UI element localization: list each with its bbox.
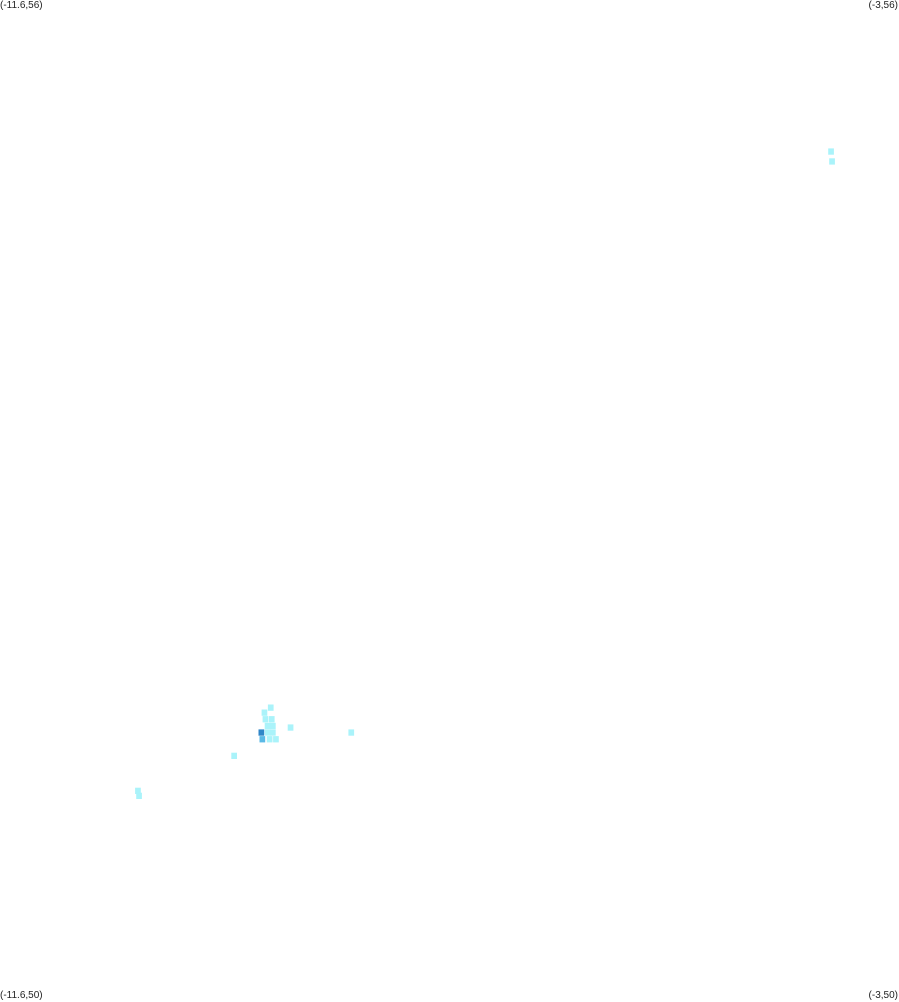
heatmap-cell <box>135 787 141 794</box>
heatmap-cell <box>829 158 835 165</box>
heatmap-cell <box>268 716 275 723</box>
heatmap-cell <box>264 722 271 730</box>
heatmap-cell <box>258 729 265 736</box>
heatmap-cell <box>261 709 268 716</box>
corner-label-bottom-left: (-11.6,50) <box>0 990 43 1001</box>
corner-label-top-right: (-3,56) <box>868 0 898 11</box>
corner-label-bottom-right: (-3,50) <box>868 990 898 1001</box>
heatmap-cell <box>136 792 142 799</box>
heatmap-cell <box>348 729 355 736</box>
heatmap-cell <box>259 736 266 743</box>
heatmap-cell <box>231 752 237 759</box>
heatmap-cell <box>828 148 834 155</box>
heatmap-cell <box>266 736 273 743</box>
corner-label-top-left: (-11.6,56) <box>0 0 43 11</box>
heatmap-cell <box>270 722 276 730</box>
heatmap-cell <box>267 704 274 711</box>
heatmap-cell <box>270 729 276 736</box>
heatmap-cell <box>262 716 269 723</box>
heatmap-cell <box>273 736 279 743</box>
heatmap-cell <box>287 724 294 731</box>
heatmap-cell <box>264 729 271 736</box>
